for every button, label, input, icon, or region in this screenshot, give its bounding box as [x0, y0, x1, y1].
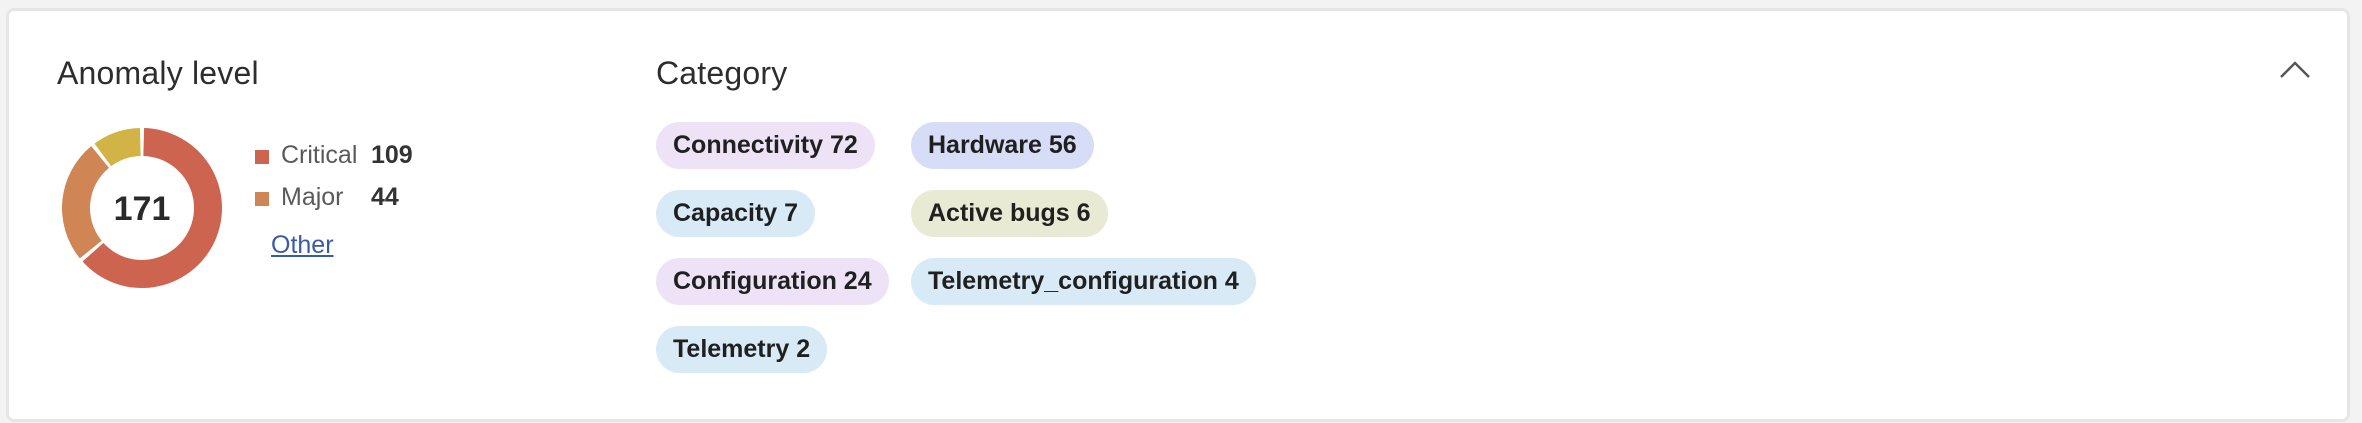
chip-configuration[interactable]: Configuration 24 [656, 258, 889, 305]
chip-hardware[interactable]: Hardware 56 [911, 122, 1094, 169]
critical-swatch [255, 150, 269, 164]
anomaly-donut-chart: 171 [62, 128, 223, 288]
donut-segment-major [62, 146, 109, 259]
chip-connectivity[interactable]: Connectivity 72 [656, 122, 875, 169]
chevron-up-icon[interactable] [2277, 57, 2313, 83]
legend-count: 44 [371, 183, 399, 211]
legend-count: 109 [371, 141, 413, 169]
major-swatch [255, 192, 269, 206]
legend-label: Critical [281, 141, 358, 169]
chip-telemetry[interactable]: Telemetry 2 [656, 326, 828, 373]
chip-active-bugs[interactable]: Active bugs 6 [911, 190, 1108, 237]
chip-telemetry-configuration[interactable]: Telemetry_configuration 4 [911, 258, 1256, 305]
anomaly-level-title: Anomaly level [57, 55, 259, 91]
donut-segment-other [94, 128, 141, 167]
donut-segment-critical [82, 128, 223, 288]
category-title: Category [656, 55, 788, 91]
chip-capacity[interactable]: Capacity 7 [656, 190, 816, 237]
other-link[interactable]: Other [271, 231, 334, 259]
legend-label: Major [281, 183, 344, 211]
donut-total: 171 [114, 190, 171, 228]
anomaly-summary-card: Anomaly level 171 Critical 109 Major 44 … [6, 8, 2350, 422]
